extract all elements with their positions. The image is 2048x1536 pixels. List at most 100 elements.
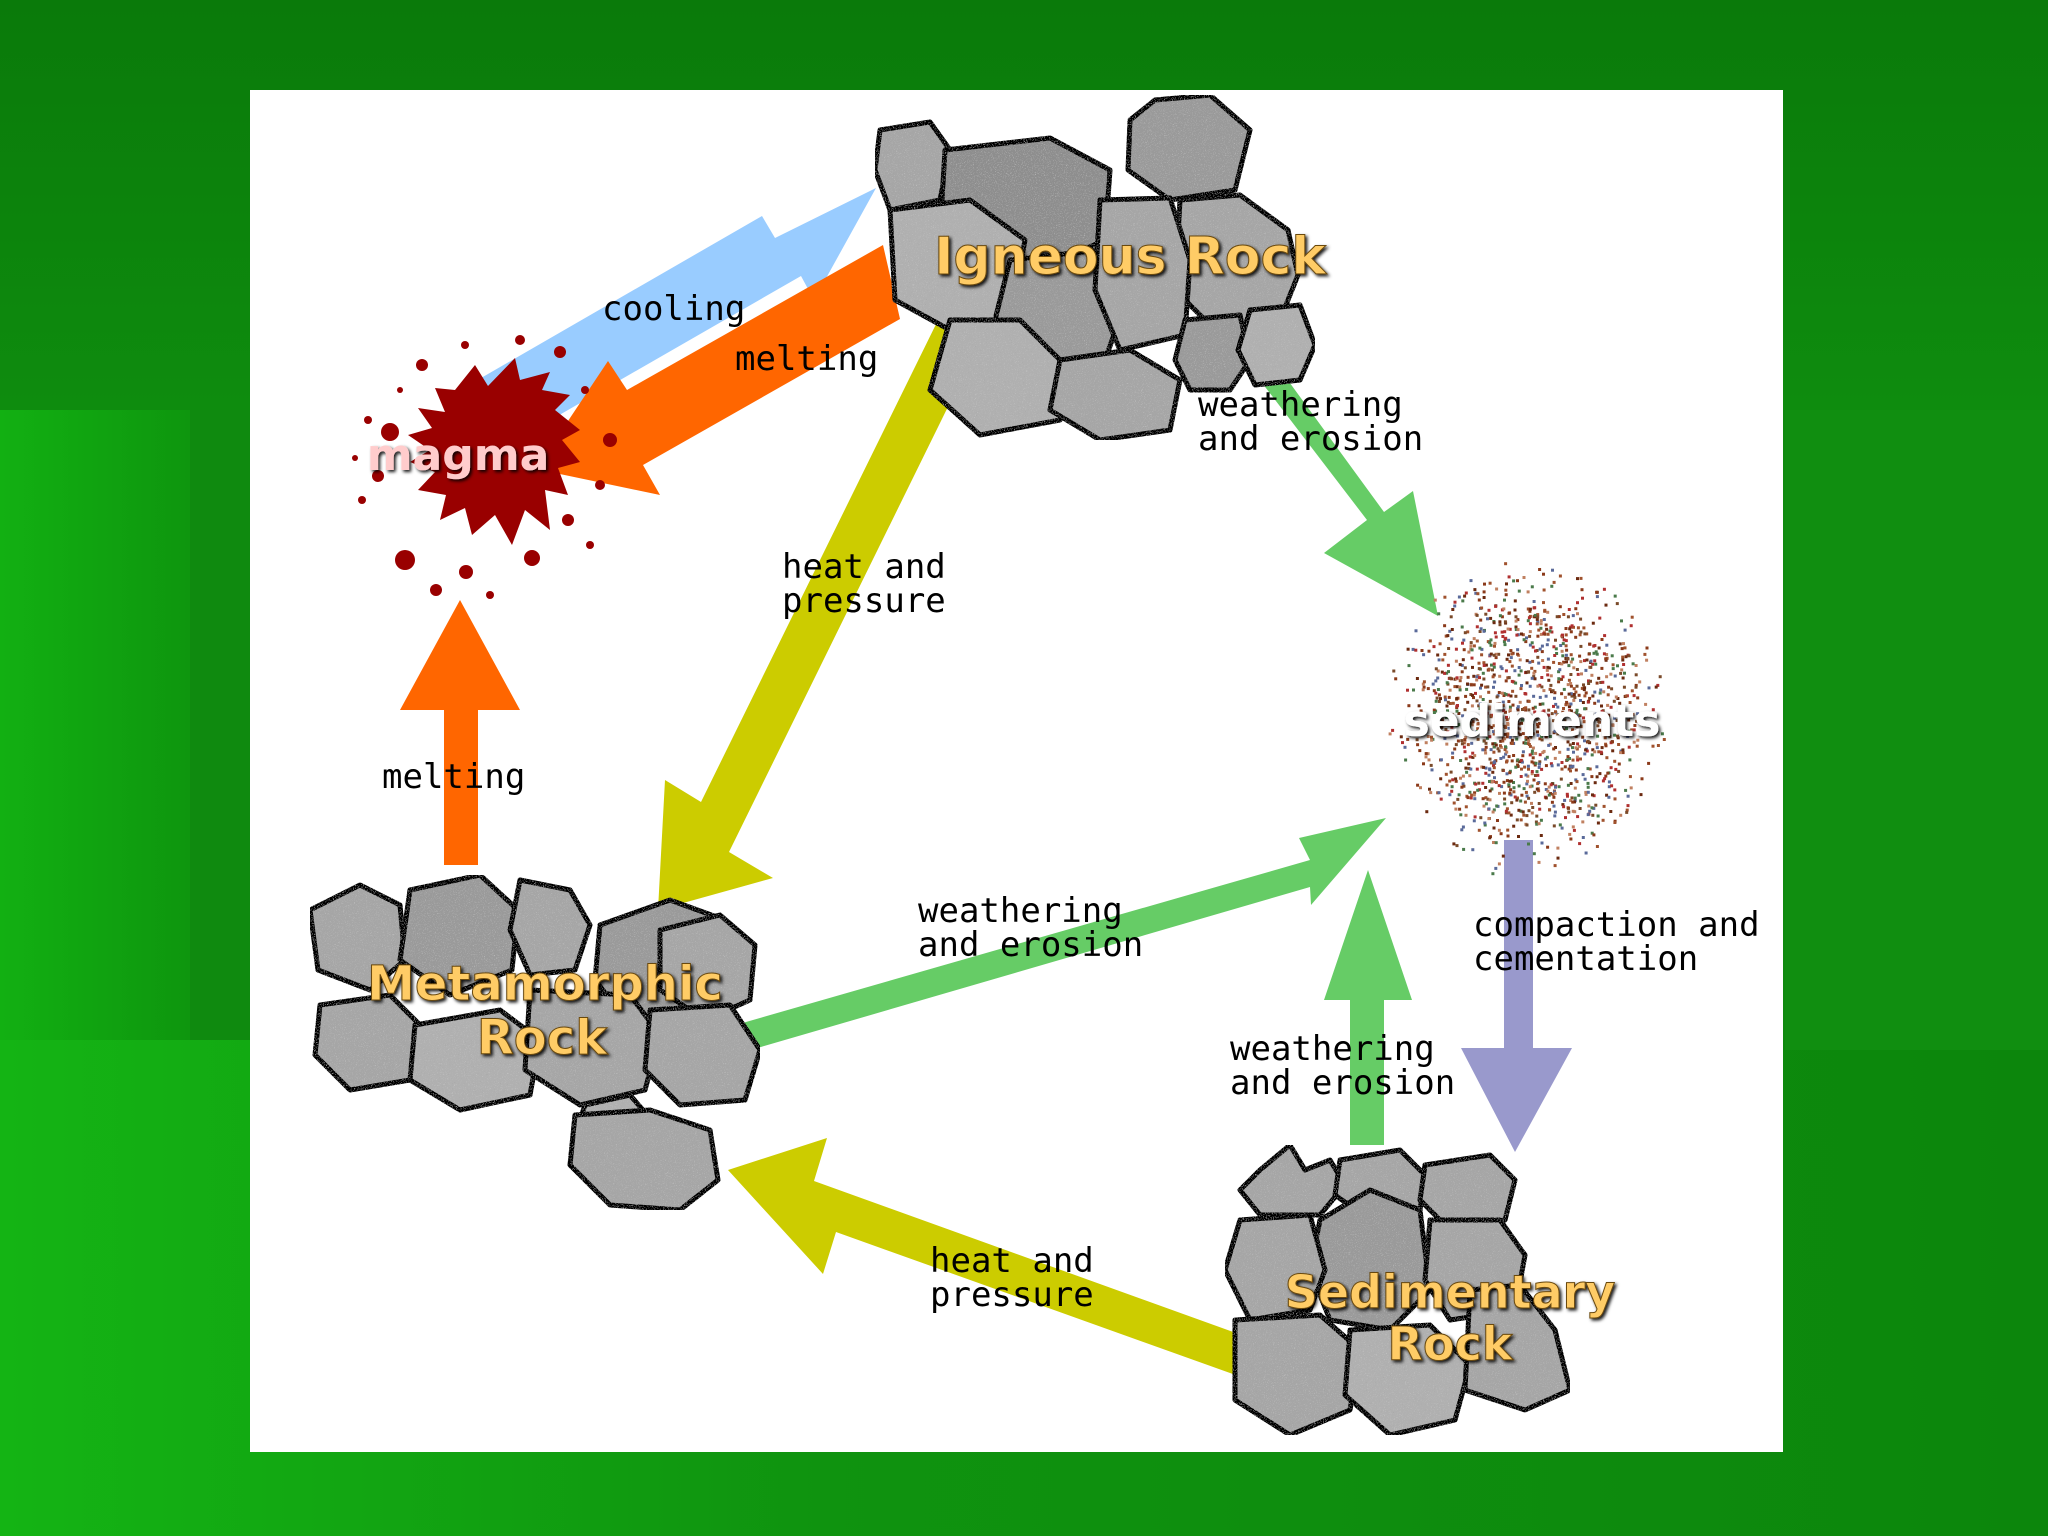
sediment-speck — [1518, 760, 1522, 764]
sediment-speck — [1510, 759, 1514, 763]
sediment-speck — [1532, 694, 1536, 698]
sediment-speck — [1576, 672, 1580, 676]
sediment-speck — [1619, 813, 1623, 817]
sediment-speck — [1446, 709, 1449, 713]
sediment-speck — [1505, 807, 1509, 811]
sediment-speck — [1621, 751, 1625, 755]
sediment-speck — [1597, 720, 1601, 724]
sediment-speck — [1639, 793, 1643, 797]
sediment-speck — [1564, 653, 1568, 657]
sediment-speck — [1520, 684, 1523, 687]
sediment-speck — [1434, 691, 1438, 695]
sediment-speck — [1627, 654, 1631, 658]
sediment-speck — [1574, 635, 1578, 639]
sediment-speck — [1591, 813, 1595, 817]
sediment-speck — [1481, 748, 1485, 752]
sediment-speck — [1527, 743, 1531, 746]
sediment-speck — [1491, 742, 1495, 746]
sediment-speck — [1582, 716, 1585, 720]
sediment-speck — [1564, 639, 1568, 643]
sediment-speck — [1565, 700, 1569, 704]
sediment-speck — [1459, 813, 1463, 817]
sediment-speck — [1567, 705, 1571, 709]
sediment-speck — [1505, 657, 1509, 661]
sediment-speck — [1590, 775, 1594, 779]
sediment-speck — [1446, 730, 1450, 734]
sediment-speck — [1494, 729, 1498, 733]
sediment-speck — [1611, 663, 1615, 667]
sediment-speck — [1566, 794, 1569, 798]
heat-pressure-label-igneous-line2: pressure — [782, 581, 946, 621]
sediment-speck — [1482, 804, 1486, 808]
sediment-speck — [1571, 800, 1575, 804]
sediment-speck — [1468, 755, 1472, 759]
sediment-speck — [1556, 705, 1560, 709]
sediment-speck — [1516, 579, 1519, 583]
sediment-speck — [1538, 807, 1542, 811]
sediment-speck — [1443, 624, 1447, 628]
sediment-speck — [1508, 660, 1512, 664]
sediment-speck — [1401, 741, 1404, 745]
sediment-speck — [1424, 755, 1428, 759]
sediment-speck — [1604, 603, 1608, 607]
sediment-speck — [1504, 752, 1508, 756]
weathering-arrow-from-metamorphic — [718, 818, 1386, 1056]
sediment-speck — [1508, 627, 1512, 631]
sediment-speck — [1540, 650, 1544, 654]
sediment-speck — [1510, 801, 1514, 805]
sediment-speck — [1548, 742, 1552, 746]
sediment-speck — [1493, 644, 1496, 648]
sediment-speck — [1580, 672, 1583, 676]
sediment-speck — [1504, 692, 1508, 696]
sediment-speck — [1519, 758, 1523, 762]
sediment-speck — [1450, 637, 1454, 641]
sediment-speck — [1505, 582, 1508, 586]
sediment-speck — [1536, 684, 1540, 688]
sediment-speck — [1578, 724, 1582, 728]
weathering-label-metamorphic-line1: weathering — [918, 891, 1123, 931]
sediment-speck — [1569, 702, 1573, 706]
sediment-speck — [1469, 644, 1473, 648]
sediment-speck — [1560, 677, 1563, 681]
sediment-speck — [1448, 629, 1452, 633]
sediment-speck — [1494, 652, 1498, 656]
sediment-speck — [1522, 576, 1526, 579]
sediment-speck — [1593, 690, 1597, 694]
sediment-speck — [1500, 691, 1504, 695]
sediment-speck — [1488, 836, 1492, 840]
sediment-speck — [1463, 721, 1467, 724]
sediment-speck — [1489, 643, 1493, 647]
sediment-speck — [1579, 630, 1583, 634]
sediment-speck — [1445, 671, 1449, 675]
sediment-speck — [1507, 575, 1511, 579]
sediment-speck — [1638, 680, 1642, 684]
sediment-speck — [1568, 832, 1572, 836]
sediment-speck — [1524, 790, 1528, 794]
sediment-speck — [1388, 732, 1392, 736]
sediment-speck — [1499, 832, 1503, 836]
sediment-speck — [1569, 837, 1573, 841]
sediment-speck — [1498, 744, 1502, 748]
sediment-speck — [1458, 688, 1462, 692]
sediment-speck — [1544, 796, 1548, 800]
sediment-speck — [1607, 713, 1611, 717]
sediment-speck — [1509, 779, 1513, 783]
sediment-speck — [1544, 764, 1548, 768]
sediment-speck — [1455, 709, 1459, 713]
sediment-speck — [1581, 701, 1585, 704]
sediment-speck — [1600, 704, 1603, 708]
sediment-speck — [1475, 767, 1479, 771]
sediment-speck — [1611, 723, 1615, 727]
sediment-speck — [1539, 714, 1543, 718]
sediment-speck — [1546, 632, 1550, 636]
sediment-speck — [1443, 671, 1447, 675]
sediment-speck — [1590, 831, 1594, 835]
sediment-speck — [1439, 797, 1443, 801]
sediment-speck — [1545, 755, 1549, 759]
sediment-speck — [1481, 781, 1485, 785]
sediment-speck — [1534, 820, 1538, 824]
sediment-speck — [1477, 781, 1481, 785]
sediment-speck — [1500, 722, 1504, 726]
sediment-speck — [1502, 640, 1506, 644]
sediment-speck — [1525, 681, 1529, 685]
